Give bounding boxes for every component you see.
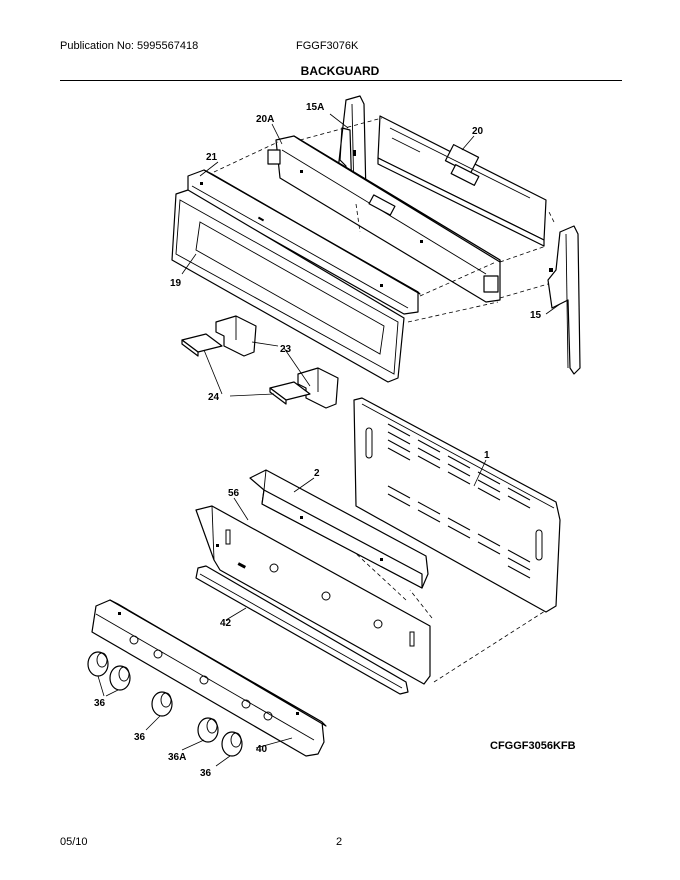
callout-labels: 15A 20A 20 21 19 15 23 24 1 2 56 42 36 3…	[94, 102, 542, 779]
knob-2	[109, 665, 131, 691]
part-15-bracket	[547, 225, 581, 375]
part-36-knobs	[87, 651, 243, 757]
publication-number: Publication No: 5995567418	[60, 40, 199, 52]
knob-1	[87, 651, 109, 677]
callout-42: 42	[220, 618, 232, 629]
callout-15: 15	[530, 310, 542, 321]
callout-40: 40	[256, 744, 268, 755]
callout-21: 21	[206, 152, 218, 163]
callout-23: 23	[280, 344, 292, 355]
part-2-shield	[249, 469, 429, 589]
part-20-control-board	[377, 115, 547, 247]
part-19-backguard-panel	[171, 189, 405, 383]
vent-slots	[387, 423, 531, 579]
callout-36-b: 36	[134, 732, 146, 743]
callout-20: 20	[472, 126, 484, 137]
part-56-inner-panel	[195, 505, 431, 685]
diagram-reference-code: CFGGF3056KFB	[490, 740, 576, 752]
section-title: BACKGUARD	[300, 64, 380, 78]
part-24-pads	[181, 333, 311, 405]
callout-24: 24	[208, 392, 220, 403]
part-20a-mounting-plate	[267, 135, 501, 303]
callout-15a: 15A	[306, 102, 324, 113]
part-1-rear-panel	[353, 397, 561, 613]
callout-1: 1	[484, 450, 490, 461]
part-21-trim	[187, 169, 421, 315]
header-rule	[60, 80, 622, 81]
page-number: 2	[336, 836, 343, 848]
leader-lines	[97, 113, 561, 767]
alignment-lines	[213, 117, 557, 683]
footer-date: 05/10	[60, 836, 88, 848]
callout-36-c: 36	[200, 768, 212, 779]
callout-19: 19	[170, 278, 182, 289]
callout-56: 56	[228, 488, 240, 499]
knob-5	[221, 731, 243, 757]
part-23-clips	[215, 315, 339, 409]
knob-3	[151, 691, 173, 717]
callout-20a: 20A	[256, 114, 274, 125]
callout-36a: 36A	[168, 752, 186, 763]
part-40-control-panel	[91, 599, 327, 757]
part-42-trim-strip	[195, 565, 409, 695]
knob-4	[197, 717, 219, 743]
model-number: FGGF3076K	[296, 40, 359, 52]
callout-36-a: 36	[94, 698, 106, 709]
callout-2: 2	[314, 468, 320, 479]
